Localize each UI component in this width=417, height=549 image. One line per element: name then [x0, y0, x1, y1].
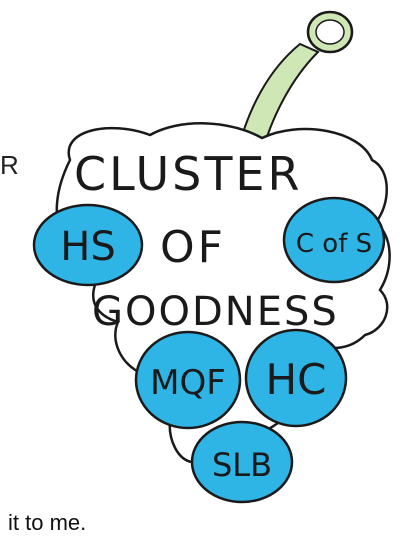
title-line-2: OF [160, 222, 226, 273]
grape-label-mqf: MQF [150, 363, 226, 403]
grape-label-cofs: C of S [296, 229, 372, 259]
grape-hc [244, 328, 348, 428]
grape-hs [32, 203, 144, 287]
grape-label-hs: HS [60, 224, 115, 270]
title-line-3: GOODNESS [92, 289, 339, 335]
caption-text: it to me. [8, 510, 87, 535]
grape-label-slb: SLB [212, 446, 272, 484]
stem-tip-hole [315, 19, 345, 45]
grape-slb [190, 420, 294, 504]
cut-off-text-letter: R [0, 150, 19, 180]
grape-label-hc: HC [266, 355, 327, 404]
grape-cofs [282, 196, 386, 284]
title-line-1: CLUSTER [74, 147, 302, 201]
grape-mqf [134, 330, 242, 430]
stem-shape [236, 42, 320, 154]
